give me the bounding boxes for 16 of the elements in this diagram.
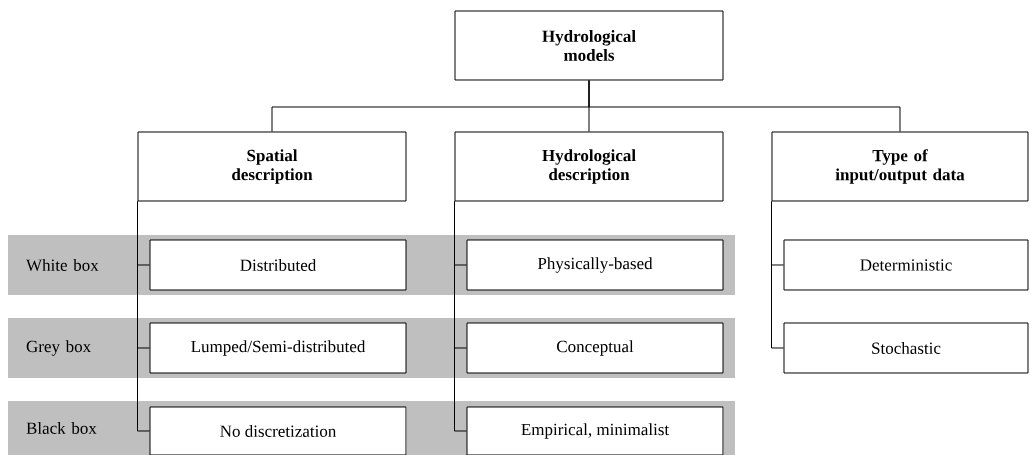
category-box: Hydrological models [454, 10, 724, 81]
model-box: Distributed [149, 239, 407, 291]
model-box: Conceptual [466, 322, 724, 374]
model-box: Physically-based [466, 239, 724, 291]
connector [454, 201, 467, 432]
connector [771, 201, 784, 349]
model-box: Lumped/Semi-distributed [149, 322, 407, 374]
connector [588, 80, 901, 132]
category-box: Spatial description [137, 131, 407, 202]
model-box: Deterministic [783, 239, 1029, 291]
model-box: Empirical, minimalist [466, 406, 724, 455]
connector [137, 201, 150, 432]
category-box: Hydrological description [454, 131, 724, 202]
category-box: Type of input/output data [771, 131, 1029, 202]
model-box: Stochastic [783, 322, 1029, 374]
model-box: No discretization [149, 406, 407, 455]
